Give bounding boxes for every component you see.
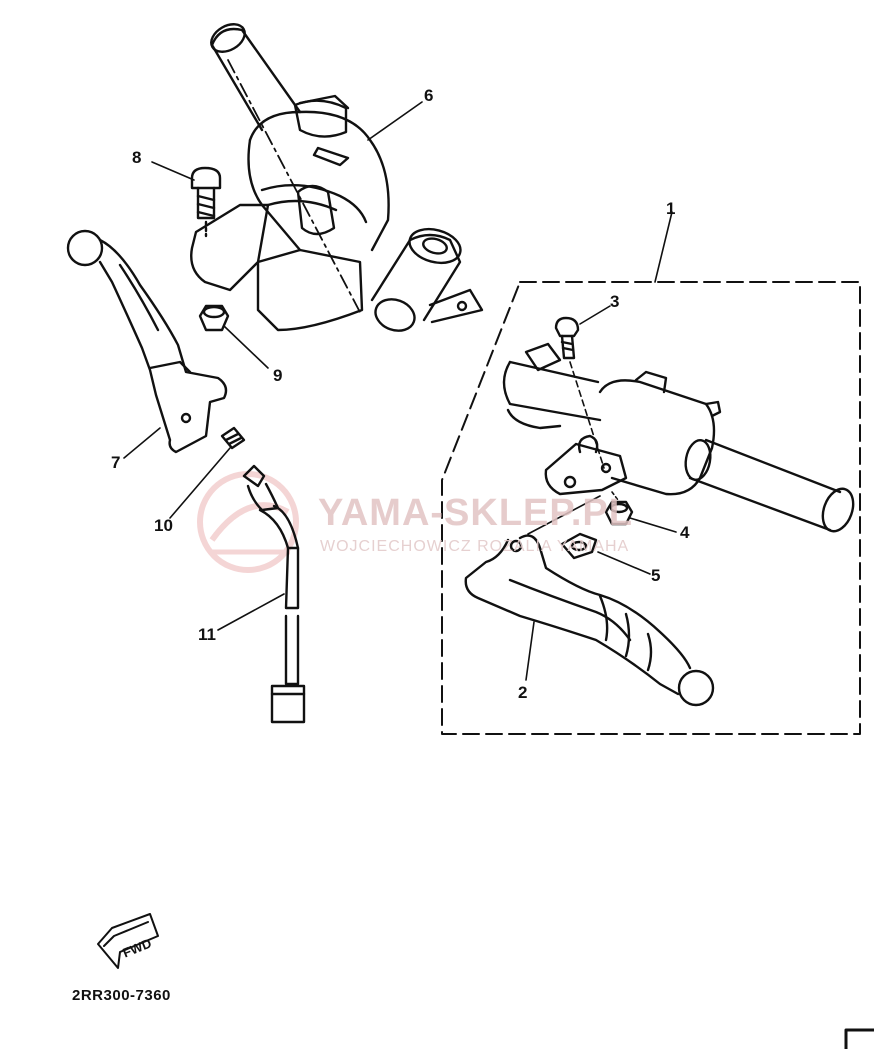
watermark-subtitle: WOJCIECHOWICZ ROZALIA YAMAHA xyxy=(320,538,630,555)
fwd-arrow-icon xyxy=(97,913,159,969)
bolt-part-8 xyxy=(190,166,222,238)
callout-7: 7 xyxy=(111,453,121,472)
left-grip-holder-part-6 xyxy=(190,23,484,332)
fwd-label: FWD xyxy=(121,935,154,960)
leader-lines xyxy=(123,101,677,681)
watermark-title: YAMA-SKLEP.PL xyxy=(318,492,633,534)
lever-part-7 xyxy=(66,229,228,454)
diagram-code: 2RR300-7360 xyxy=(72,987,171,1004)
lever-part-2 xyxy=(464,534,715,707)
callout-11: 11 xyxy=(198,625,216,644)
nut-part-9 xyxy=(198,304,230,332)
right-lever-holder xyxy=(502,342,855,533)
nut-part-4 xyxy=(604,500,634,526)
callout-9: 9 xyxy=(273,366,283,385)
callout-10: 10 xyxy=(154,516,173,535)
callout-5: 5 xyxy=(651,566,661,585)
callout-1: 1 xyxy=(666,199,676,218)
corner-crop-mark xyxy=(844,1028,874,1049)
callout-6: 6 xyxy=(424,86,434,105)
callout-8: 8 xyxy=(132,148,142,167)
callout-3: 3 xyxy=(610,292,620,311)
washer-part-5 xyxy=(560,532,598,560)
pin-part-10 xyxy=(220,426,246,450)
callout-4: 4 xyxy=(680,523,690,542)
switch-cable-part-11 xyxy=(242,464,306,724)
assembly-boundary-part-1 xyxy=(441,281,861,735)
bolt-part-3 xyxy=(554,316,580,360)
callout-2: 2 xyxy=(518,683,528,702)
